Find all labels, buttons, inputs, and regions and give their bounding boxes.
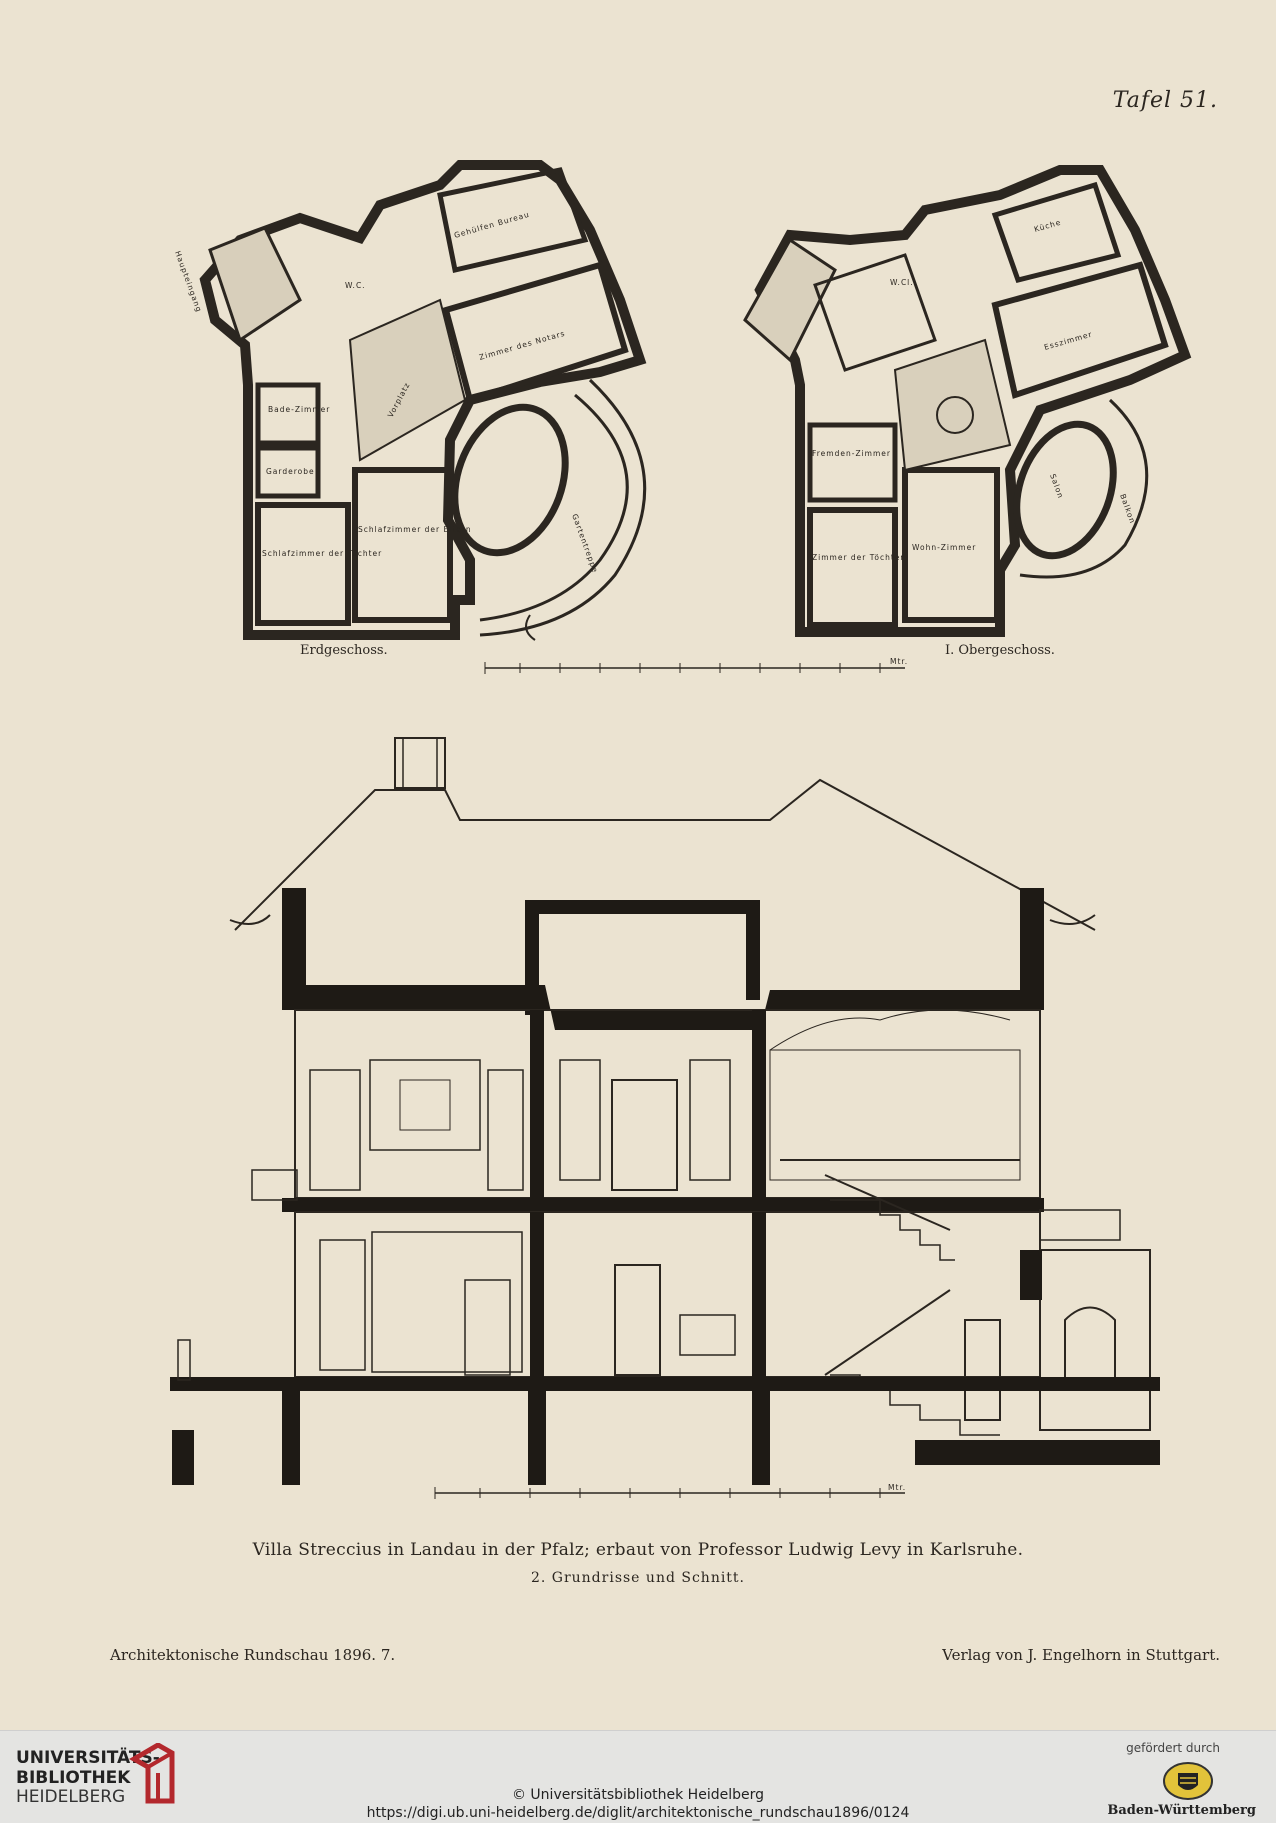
right-wing <box>1039 1249 1151 1431</box>
upper-floor-section <box>294 1009 1041 1199</box>
funder-name: Baden-Württemberg <box>1107 1803 1256 1818</box>
bathroom <box>255 382 321 446</box>
mural-panel <box>769 1049 1021 1181</box>
plan-scale-unit: Mtr. <box>890 657 908 666</box>
balcony-right <box>1039 1209 1121 1241</box>
foundation-2 <box>528 1390 546 1485</box>
library-name-line1: UNIVERSITÄTS- <box>16 1748 160 1768</box>
upper-ceiling-slab <box>282 985 1044 1030</box>
kitchen <box>991 181 1122 283</box>
plate-caption-subtitle: 2. Grundrisse und Schnitt. <box>530 1570 746 1586</box>
stair-rail-lower <box>824 1289 951 1376</box>
foundation-1 <box>282 1390 300 1485</box>
notary-room <box>442 261 629 404</box>
upper-floor-plan <box>743 165 1192 637</box>
architectural-drawings: Haupteingang Gehülfen Bureau W.C. Zimmer… <box>170 160 1192 1499</box>
attic-wall-left <box>282 888 306 990</box>
ground-line <box>170 1377 1160 1391</box>
label-wc: W.C. <box>345 281 366 290</box>
stair-steps-upper <box>830 1199 955 1261</box>
star-ornament <box>936 396 974 434</box>
wall-niche <box>964 1319 1001 1421</box>
upper-stair <box>813 253 937 372</box>
daughters-bedroom <box>255 502 351 626</box>
label-main-entrance: Haupteingang <box>173 250 204 314</box>
mid-floor-slab <box>282 1198 1044 1212</box>
arched-window <box>1064 1306 1116 1381</box>
ground-floor-plan <box>199 160 647 641</box>
upper-balcony-left <box>743 237 837 363</box>
library-name-line3: HEIDELBERG <box>16 1787 126 1807</box>
label-notary-room: Zimmer des Notars <box>478 329 566 362</box>
oval-vestibule <box>451 403 569 557</box>
plate-page: Tafel 51. <box>110 88 1220 1664</box>
assistant-office <box>437 167 589 274</box>
garden-post <box>177 1339 191 1381</box>
lower-floor-section <box>294 1211 1041 1378</box>
guest-room <box>807 422 898 503</box>
label-dining-room: Esszimmer <box>1043 330 1093 352</box>
section-drawing <box>170 737 1160 1485</box>
plan-scale-bar <box>484 662 905 674</box>
label-garden-stair: Gartentreppe <box>570 513 600 575</box>
plate-caption-title: Villa Streccius in Landau in der Pfalz; … <box>252 1540 1024 1560</box>
foundation-3 <box>752 1390 770 1485</box>
balcony-curve <box>1019 398 1149 579</box>
upper-floor-outer-wall <box>754 165 1192 637</box>
ground-floor-hall <box>348 298 467 462</box>
salon-oval <box>1013 420 1117 560</box>
label-upper-daughters-room: Zimmer der Töchter <box>812 553 904 562</box>
copyright-notice: © Universitätsbibliothek Heidelberg <box>511 1787 764 1803</box>
library-footer: UNIVERSITÄTS- BIBLIOTHEK HEIDELBERG © Un… <box>0 1730 1276 1823</box>
label-bathroom: Bade-Zimmer <box>268 405 330 414</box>
chimney <box>394 737 446 789</box>
attic-wall-right <box>1020 888 1044 990</box>
section-scale-unit: Mtr. <box>888 1483 906 1492</box>
wardrobe <box>255 445 321 499</box>
label-living-room: Wohn-Zimmer <box>912 543 976 552</box>
upper-hall <box>893 338 1012 472</box>
label-upper-wc: W.Cl. <box>890 278 914 287</box>
baden-wuerttemberg-crest-icon <box>1163 1762 1213 1800</box>
parents-bedroom <box>352 467 453 623</box>
permalink-url[interactable]: https://digi.ub.uni-heidelberg.de/diglit… <box>366 1805 910 1821</box>
dining-room <box>991 261 1169 399</box>
label-parents-bedroom: Schlafzimmer der Eltern <box>358 525 472 534</box>
garden-stair-curve <box>479 393 629 622</box>
ground-floor-stair <box>208 226 302 343</box>
stair-rail-upper <box>824 1174 951 1231</box>
living-room <box>902 467 1000 623</box>
ground-floor-caption: Erdgeschoss. <box>300 643 388 658</box>
label-kitchen: Küche <box>1033 218 1062 234</box>
upper-daughters-room <box>807 507 898 628</box>
plate-number: Tafel 51. <box>1112 88 1218 113</box>
section-scale-bar <box>434 1487 905 1499</box>
upper-floor-caption: I. Obergeschoss. <box>945 643 1055 658</box>
label-wardrobe: Garderobe <box>266 467 315 476</box>
roof-outline <box>234 778 1096 931</box>
garden-wall <box>172 1430 194 1485</box>
library-name-line2: BIBLIOTHEK <box>16 1768 131 1788</box>
stair-foot <box>525 614 536 641</box>
basement-floor <box>915 1440 1160 1465</box>
library-logo-icon <box>129 1743 175 1804</box>
label-assistant-office: Gehülfen Bureau <box>453 210 531 240</box>
label-balcony: Balkon <box>1118 493 1137 525</box>
funded-by-label: gefördert durch <box>1126 1741 1220 1755</box>
attic-top-beam <box>525 900 760 914</box>
journal-citation: Architektonische Rundschau 1896. 7. <box>110 1646 396 1664</box>
publisher-line: Verlag von J. Engelhorn in Stuttgart. <box>942 1646 1220 1664</box>
label-salon: Salon <box>1048 473 1065 500</box>
label-guest-room: Fremden-Zimmer <box>812 449 891 458</box>
balcony-left <box>251 1169 298 1201</box>
garden-stair-outer <box>479 378 647 637</box>
label-daughters-bedroom: Schlafzimmer der Töchter <box>262 549 382 558</box>
